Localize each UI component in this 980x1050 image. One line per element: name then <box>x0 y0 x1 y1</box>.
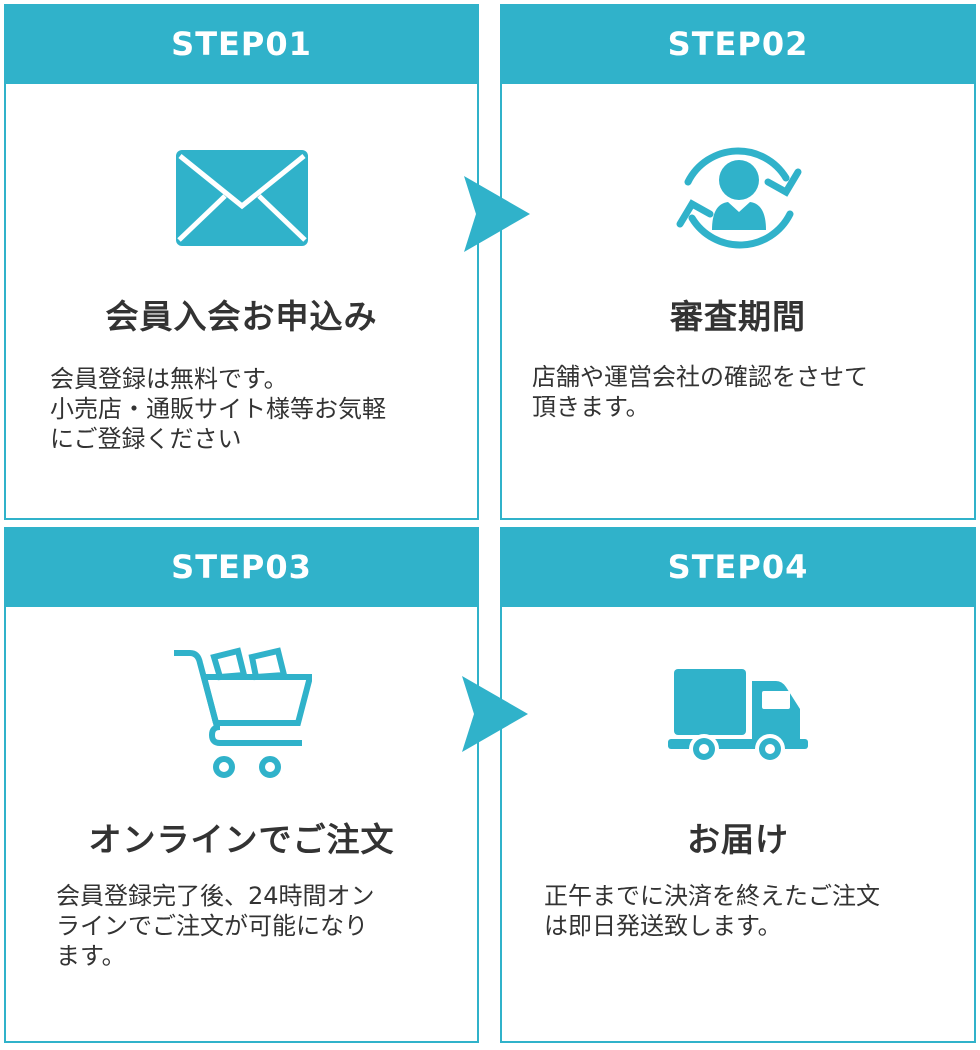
step-label: STEP02 <box>500 4 976 84</box>
step-card-2: STEP02 審査期間 店舗や運営会社の確認をさせて 頂きます。 <box>500 4 976 520</box>
delivery-truck-icon <box>668 669 808 764</box>
step-card-3: STEP03 オンラインでご注文 会員登録完了後、24時間オン ラインでご注文が… <box>4 527 479 1043</box>
step-card-1: STEP01 会員入会お申込み 会員登録は無料です。 小売店・通販サイト様等お気… <box>4 4 479 520</box>
step-label: STEP03 <box>4 527 479 607</box>
step-card-4: STEP04 お届け 正午までに決済を終えたご注文 は即日発送致します。 <box>500 527 976 1043</box>
step-title: お届け <box>687 820 789 859</box>
arrow-right-icon <box>464 176 530 252</box>
envelope-icon <box>175 150 308 246</box>
shopping-cart-icon <box>173 647 312 778</box>
step-label: STEP04 <box>500 527 976 607</box>
step-description: 正午までに決済を終えたご注文 は即日発送致します。 <box>544 882 880 940</box>
step-title: オンラインでご注文 <box>88 820 395 859</box>
user-review-cycle-icon <box>676 147 802 249</box>
step-description: 会員登録は無料です。 小売店・通販サイト様等お気軽 にご登録ください <box>50 365 386 453</box>
step-title: 会員入会お申込み <box>105 297 378 336</box>
arrow-right-icon <box>462 676 528 752</box>
step-description: 会員登録完了後、24時間オン ラインでご注文が可能になり ます。 <box>56 882 375 970</box>
step-title: 審査期間 <box>670 297 806 336</box>
step-label: STEP01 <box>4 4 479 84</box>
step-description: 店舗や運営会社の確認をさせて 頂きます。 <box>532 363 868 421</box>
